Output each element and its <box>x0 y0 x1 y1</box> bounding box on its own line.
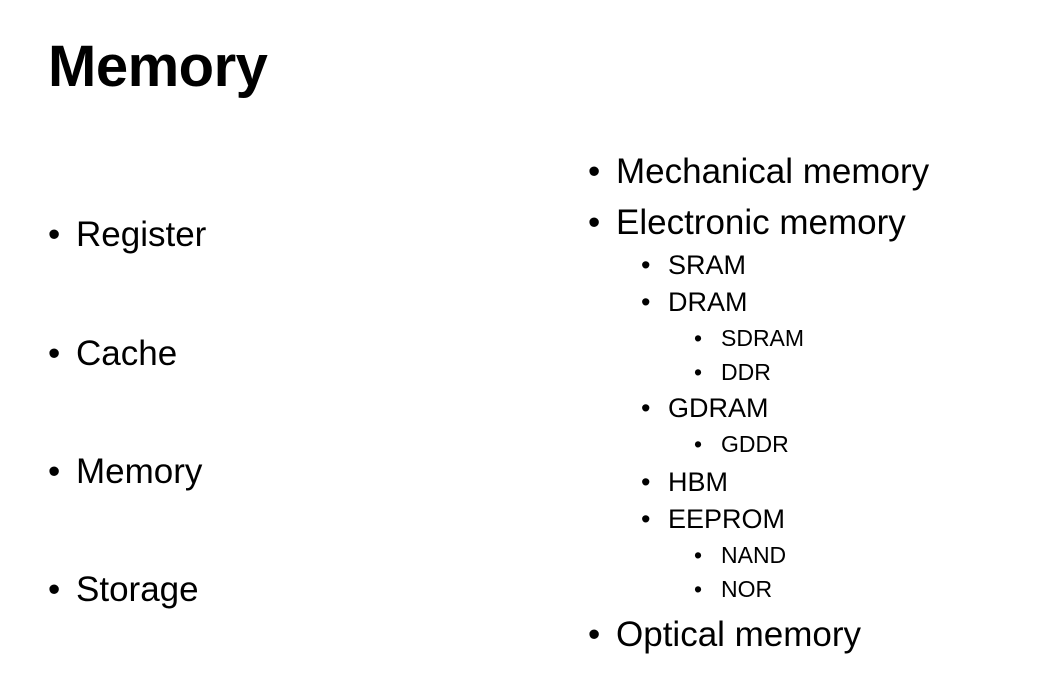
list-item-dram: • DRAM <box>641 286 748 318</box>
bullet-icon: • <box>641 467 651 497</box>
list-item-label: DRAM <box>668 287 748 317</box>
bullet-icon: • <box>588 203 601 242</box>
list-item-label: GDDR <box>721 431 789 457</box>
list-item-label: Register <box>76 215 207 254</box>
list-item-gddr: • GDDR <box>694 431 789 459</box>
list-item-label: DDR <box>721 359 771 385</box>
list-item-ddr: • DDR <box>694 359 771 387</box>
list-item-label: Optical memory <box>616 615 862 654</box>
list-item-storage: • Storage <box>48 569 199 611</box>
list-item-memory: • Memory <box>48 451 202 493</box>
bullet-icon: • <box>48 452 61 491</box>
bullet-icon: • <box>694 325 703 351</box>
list-item-gdram: • GDRAM <box>641 392 769 424</box>
bullet-icon: • <box>641 504 651 534</box>
list-item-label: GDRAM <box>668 393 769 423</box>
list-item-nor: • NOR <box>694 576 772 604</box>
list-item-label: NAND <box>721 542 787 568</box>
bullet-icon: • <box>48 570 61 609</box>
bullet-icon: • <box>694 431 703 457</box>
list-item-mechanical-memory: • Mechanical memory <box>588 151 929 193</box>
list-item-eeprom: • EEPROM <box>641 503 785 535</box>
list-item-label: Electronic memory <box>616 203 906 242</box>
list-item-optical-memory: • Optical memory <box>588 614 861 656</box>
list-item-label: Mechanical memory <box>616 152 930 191</box>
list-item-label: SDRAM <box>721 325 805 351</box>
bullet-icon: • <box>694 359 703 385</box>
list-item-cache: • Cache <box>48 333 177 375</box>
list-item-nand: • NAND <box>694 542 786 570</box>
bullet-icon: • <box>694 576 703 602</box>
list-item-hbm: • HBM <box>641 466 728 498</box>
list-item-label: Cache <box>76 334 178 373</box>
bullet-icon: • <box>641 287 651 317</box>
bullet-icon: • <box>588 615 601 654</box>
list-item-label: NOR <box>721 576 773 602</box>
list-item-label: EEPROM <box>668 504 786 534</box>
bullet-icon: • <box>694 542 703 568</box>
list-item-sram: • SRAM <box>641 249 746 281</box>
list-item-label: Memory <box>76 452 203 491</box>
bullet-icon: • <box>48 215 61 254</box>
bullet-icon: • <box>641 393 651 423</box>
list-item-label: SRAM <box>668 250 747 280</box>
list-item-label: Storage <box>76 570 199 609</box>
list-item-register: • Register <box>48 214 206 256</box>
list-item-electronic-memory: • Electronic memory <box>588 202 906 244</box>
bullet-icon: • <box>641 250 651 280</box>
slide-title: Memory <box>48 34 268 99</box>
list-item-label: HBM <box>668 467 728 497</box>
bullet-icon: • <box>48 334 61 373</box>
list-item-sdram: • SDRAM <box>694 325 804 353</box>
bullet-icon: • <box>588 152 601 191</box>
